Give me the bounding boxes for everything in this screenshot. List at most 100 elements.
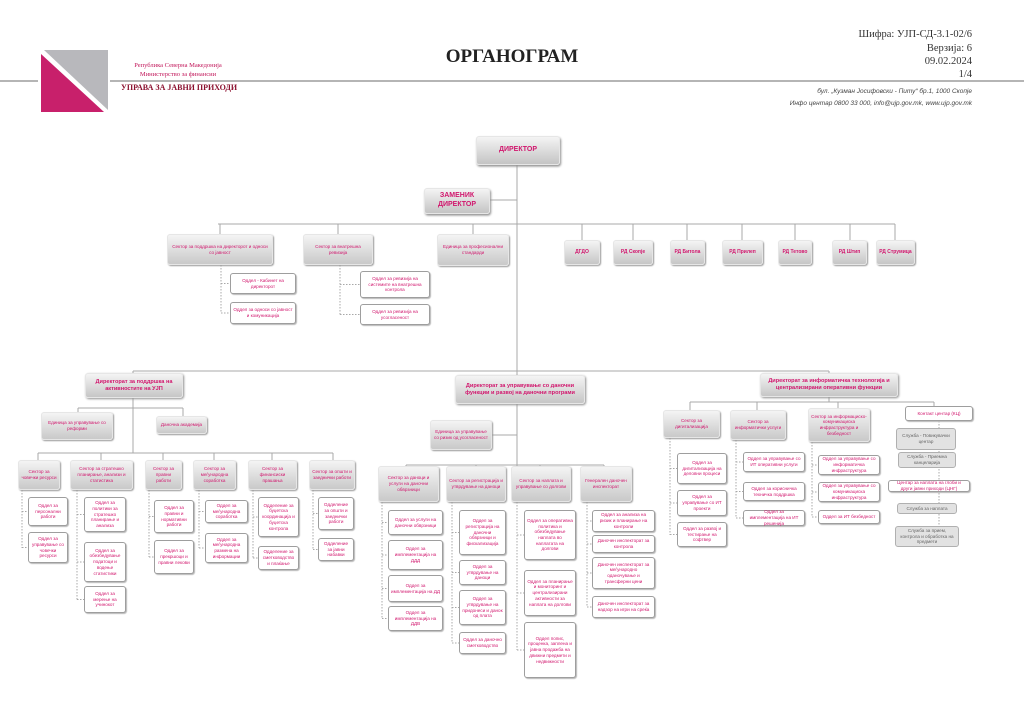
box-label: Оддел за имплементација на ДДД xyxy=(394,546,437,563)
box-label: Оддел за ревизија на усогласеност xyxy=(372,308,418,320)
box-label: РД Штип xyxy=(838,249,861,256)
department-box: Оддел за персонални работи xyxy=(28,497,68,526)
sector-box: Сектор за даноци и услуги на даночни обв… xyxy=(378,466,439,502)
box-label: Сектор за финансиски прашања xyxy=(259,466,286,483)
department-box: Оддел за ИТ безбедност xyxy=(818,510,880,524)
department-box: Даночен инспекторат за контрола xyxy=(592,535,655,553)
box-label: Оддел за управување со ИТ оперативни усл… xyxy=(747,456,801,467)
department-box: Оддел за односи со јавност и комуникациј… xyxy=(230,302,296,324)
box-label: Сектор за стратешко планирање, анализи и… xyxy=(77,466,126,483)
department-box: Оддел за даночно сметководство xyxy=(459,632,506,654)
department-box: Оддел за меѓународна соработка xyxy=(205,500,248,523)
box-label: Даночен инспекторат за контрола xyxy=(597,538,650,549)
republic-name: Република Северна Македонија xyxy=(134,62,222,69)
department-box: Оддел за имплементација на ДД xyxy=(388,575,443,602)
sector-box: Сектор за регистрација и утврдување на д… xyxy=(446,466,506,502)
box-label: Оддел за ревизија на системите на внатре… xyxy=(368,275,422,293)
box-label: Оддел за дигитализација на деловни проце… xyxy=(682,459,722,477)
box-label: РД Скопје xyxy=(620,249,646,256)
department-box: Оддел за имплементација на ИТ решенија xyxy=(743,509,805,526)
box-label: Оддел за мерење на учинокот xyxy=(93,590,117,608)
box-label: РД Тетово xyxy=(782,249,808,256)
department-box: Одделение за буџетска координација и буџ… xyxy=(258,497,299,537)
box-label: Сектор за меѓународна соработка xyxy=(200,466,229,483)
box-label: Сектор за општи и заеднички работи xyxy=(312,469,352,480)
box-label: Оддел - Кабинет на директорот xyxy=(242,277,284,289)
box-label: Оддел за обезбедување податоци и водење … xyxy=(89,547,121,576)
box-label: Даночен инспекторат за меѓународно одано… xyxy=(597,561,650,584)
fines-center-box: Центар за наплата на глоби и други јавни… xyxy=(888,480,970,492)
department-box: Оддел за ревизија на усогласеност xyxy=(360,304,430,325)
department-box: Оддел за правни и нормативни работи xyxy=(154,500,194,533)
box-label: Оддел за управување со ИТ проекти xyxy=(682,494,722,511)
sector-box: Сектор за меѓународна соработка xyxy=(193,460,236,490)
box-label: Директорат за информатичка технологија и… xyxy=(768,378,890,391)
box-label: Контакт центар (КЦ) xyxy=(917,410,961,416)
sector-box: Сектор за наплата и управување со долгов… xyxy=(511,466,571,502)
box-label: Оддел за правни и нормативни работи xyxy=(161,505,187,528)
sector-box: Сектор за дигитализација xyxy=(663,410,720,438)
department-box: Оддел за планирање и мониторинг и центра… xyxy=(524,570,576,616)
department-box: Оддел - Кабинет на директорот xyxy=(230,273,296,294)
box-label: Оддел за корисничка техничка поддршка xyxy=(751,485,797,497)
box-label: Даночна академија xyxy=(160,422,203,428)
service-box: Служба за наплата xyxy=(897,503,957,514)
department-box: Оддел за управување со човечки ресурси xyxy=(28,532,68,563)
box-label: Служба за наплата xyxy=(906,505,948,511)
box-label: Оддел за меѓународна соработка xyxy=(212,502,241,520)
department-box: Оддел за развој и тестирање на софтвер xyxy=(677,522,727,547)
department-box: Оддел за анализа на ризик и планирање на… xyxy=(592,510,655,532)
department-box: Одделение за општи и заеднички работи xyxy=(318,497,354,530)
box-label: ДИРЕКТОР xyxy=(498,146,538,154)
box-label: Сектор за дигитализација xyxy=(675,418,708,429)
box-label: Одделение за буџетска координација и буџ… xyxy=(262,502,295,531)
box-label: Оддел за даночно сметководство xyxy=(463,637,502,648)
box-label: Единица за управување со ризик од усогла… xyxy=(434,429,488,440)
box-label: Единица за професионални стандарди xyxy=(442,244,504,255)
directorate-box: Директорат за информатичка технологија и… xyxy=(760,373,898,397)
box-label: Оддел за утврдување на даноци xyxy=(466,563,499,581)
agency-name: УПРАВА ЗА ЈАВНИ ПРИХОДИ xyxy=(121,83,238,92)
agency-logo xyxy=(38,48,110,114)
department-box: Одделение за сметководство и плаќање xyxy=(258,546,299,570)
department-box: Оддел за управување со комуникациска инф… xyxy=(818,482,880,502)
department-box: Даночен инспекторат за надзор на игри на… xyxy=(592,596,655,618)
department-box: Оддел за корисничка техничка поддршка xyxy=(743,482,805,501)
department-box: Оддел попис, проценка, заплена и јавна п… xyxy=(524,622,576,678)
regional-office-box: РД Тетово xyxy=(778,240,812,265)
box-label: Даночен инспекторат за надзор на игри на… xyxy=(597,601,650,612)
department-box: Оддел за мерење на учинокот xyxy=(84,586,126,613)
department-box: Оддел за обезбедување податоци и водење … xyxy=(84,542,126,582)
department-box: Оддел за дигитализација на деловни проце… xyxy=(677,453,727,484)
sector-box: Сектор за човечки ресурси xyxy=(18,460,60,490)
box-label: Оддел за политики за стратешко планирање… xyxy=(90,500,120,529)
service-box: Служба - Приемна канцеларија xyxy=(898,452,956,468)
box-label: Оддел за персонални работи xyxy=(35,502,61,520)
sector-box: Сектор за стратешко планирање, анализи и… xyxy=(70,460,133,490)
box-label: Сектор за информатички услуги xyxy=(734,419,782,430)
unit-box: Даночна академија xyxy=(156,416,207,434)
box-label: Центар за наплата на глоби и други јавни… xyxy=(897,480,961,491)
department-box: Оддел за услуги на даночни обврзници xyxy=(388,510,443,535)
box-label: Оддел за имплементација на ИТ решенија xyxy=(749,509,799,526)
service-box: Служба за прием, контрола и обработка на… xyxy=(895,526,959,547)
box-label: Сектор за човечки ресурси xyxy=(21,469,57,480)
box-label: Оддел за регистрација на даночни обврзни… xyxy=(465,518,500,547)
box-label: Оддел попис, проценка, заплена и јавна п… xyxy=(528,635,572,664)
department-box: Оддел за оперативна политика и обезбедув… xyxy=(524,510,576,560)
box-label: Оддел за утврдување на придонеси и данок… xyxy=(462,596,503,619)
address: бул. „Кузман Јосифовски - Питу“ бр.1, 10… xyxy=(817,88,972,95)
ministry-name: Министерство за финансии xyxy=(139,71,217,78)
regional-office-box: РД Прилеп xyxy=(722,240,763,265)
box-label: Оддел за планирање и мониторинг и центра… xyxy=(527,578,573,607)
staff-sector-box: Сектор за внатрешна ревизија xyxy=(303,234,373,265)
contact-info: Инфо центар 0800 33 000, info@ujp.gov.mk… xyxy=(789,100,972,107)
box-label: Сектор за правни работи xyxy=(152,466,175,483)
document-code: Шифра: УЈП-СД-3.1-02/6 xyxy=(858,29,973,40)
box-label: Оддел за оперативна политика и обезбедув… xyxy=(527,517,573,552)
sector-box: Сектор за правни работи xyxy=(145,460,182,490)
sector-box: Сектор за општи и заеднички работи xyxy=(309,460,355,490)
box-label: Оддел за имплементација на ДДВ xyxy=(394,609,437,627)
box-label: Оддел за управување со комуникациска инф… xyxy=(822,483,876,500)
department-box: Оддел за имплементација на ДДВ xyxy=(388,606,443,631)
